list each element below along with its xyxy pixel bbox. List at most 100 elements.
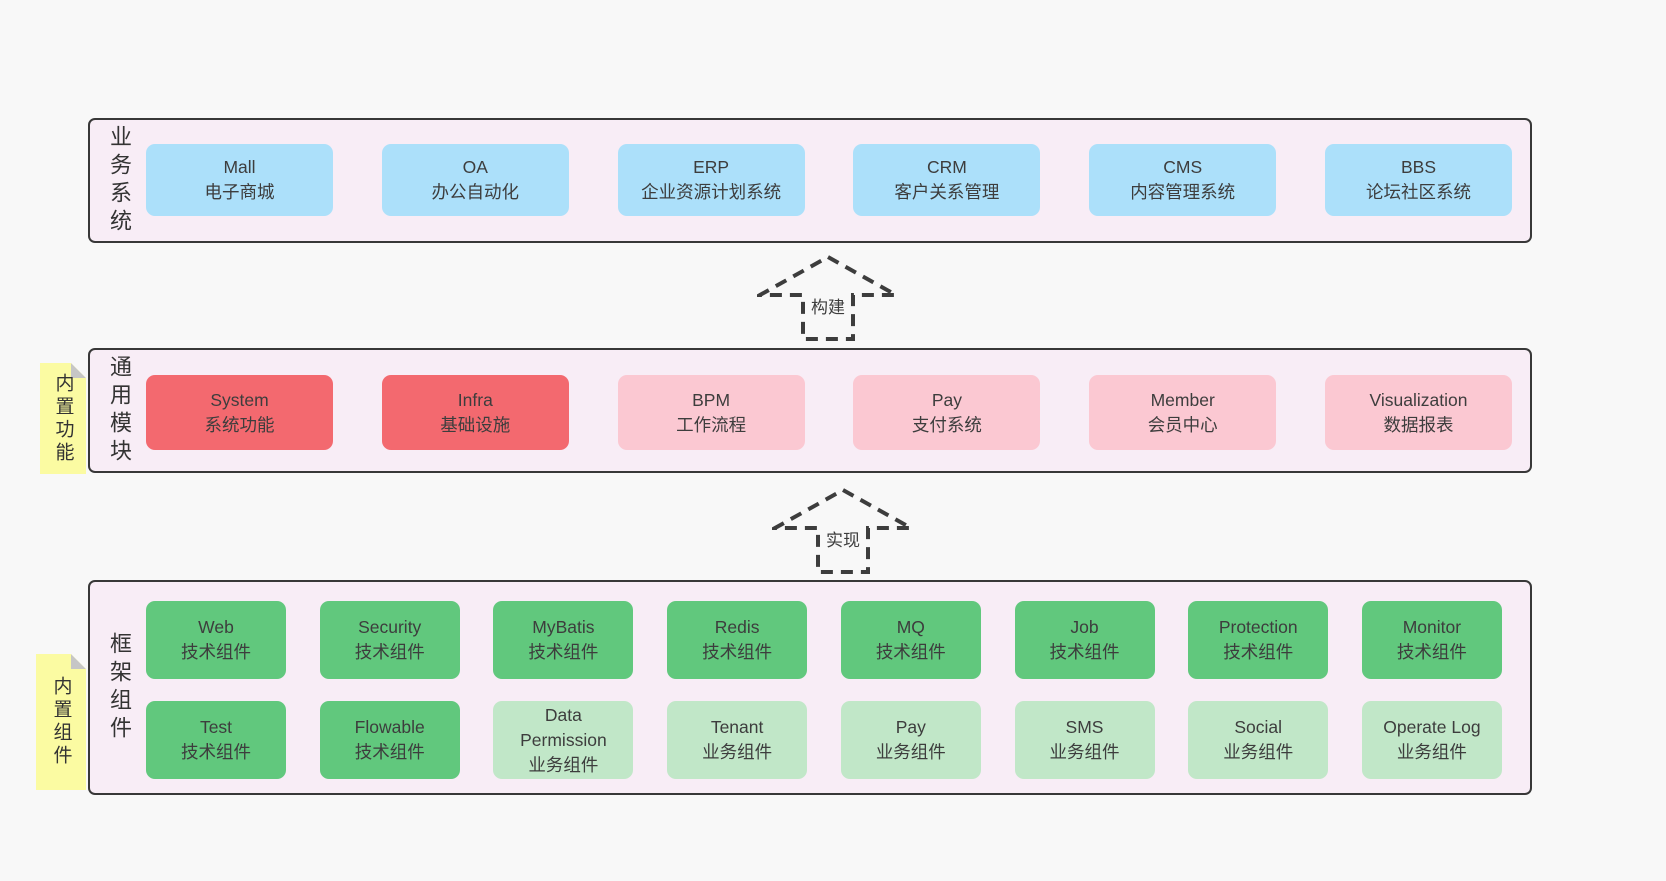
box-title: OA xyxy=(462,157,488,177)
box-job: Job 技术组件 xyxy=(1014,601,1155,679)
box-title: Test xyxy=(199,717,233,737)
arrow-implement-label: 实现 xyxy=(823,525,863,552)
box-title: Data Permission xyxy=(520,704,607,750)
box-erp: ERP 企业资源计划系统 xyxy=(617,144,805,216)
box-subtitle: 业务组件 xyxy=(1049,742,1120,762)
arrow-build: 构建 xyxy=(757,254,899,342)
panel-business-systems: 业务系统 Mall 电子商城 OA 办公自动化 ERP 企业资源计划系统 CRM… xyxy=(88,118,1532,243)
box-pay: Pay 支付系统 xyxy=(853,375,1041,450)
box-mall: Mall 电子商城 xyxy=(146,144,333,216)
box-title: BBS xyxy=(1400,157,1436,177)
box-subtitle: 企业资源计划系统 xyxy=(641,182,782,202)
box-monitor: Monitor 技术组件 xyxy=(1361,601,1502,679)
box-subtitle: 业务组件 xyxy=(1223,742,1294,762)
sticky-note-builtin-features: 内置功能 xyxy=(40,363,86,474)
box-subtitle: 业务组件 xyxy=(528,754,599,775)
panel-framework-components: 框架组件 Web 技术组件 Security 技术组件 MyBatis 技术组件… xyxy=(88,580,1532,795)
box-mq: MQ 技术组件 xyxy=(840,601,981,679)
box-title: Security xyxy=(358,617,422,637)
box-subtitle: 业务组件 xyxy=(875,742,946,762)
sticky-label: 内置组件 xyxy=(50,676,72,768)
box-subtitle: 技术组件 xyxy=(354,642,425,662)
panel-common-modules: 通用模块 System 系统功能 Infra 基础设施 BPM 工作流程 Pay… xyxy=(88,348,1532,473)
box-title: Pay xyxy=(895,717,926,737)
folded-corner-icon xyxy=(71,654,86,669)
box-subtitle: 电子商城 xyxy=(204,182,275,202)
box-title: Tenant xyxy=(710,717,764,737)
box-title: Flowable xyxy=(354,717,425,737)
box-title: MQ xyxy=(896,617,925,637)
box-title: Member xyxy=(1150,389,1215,410)
box-subtitle: 业务组件 xyxy=(702,742,773,762)
box-subtitle: 技术组件 xyxy=(1396,642,1467,662)
box-bbs: BBS 论坛社区系统 xyxy=(1324,144,1512,216)
box-title: BPM xyxy=(692,389,731,410)
arrow-build-label: 构建 xyxy=(808,292,848,319)
box-subtitle: 数据报表 xyxy=(1383,414,1454,435)
box-title: ERP xyxy=(693,157,730,177)
arrow-implement: 实现 xyxy=(772,487,914,575)
box-subtitle: 内容管理系统 xyxy=(1130,182,1236,202)
box-crm: CRM 客户关系管理 xyxy=(853,144,1041,216)
box-social: Social 业务组件 xyxy=(1188,701,1329,779)
box-title: Monitor xyxy=(1402,617,1462,637)
box-flowable: Flowable 技术组件 xyxy=(319,701,460,779)
box-title: Visualization xyxy=(1369,389,1468,410)
box-tenant: Tenant 业务组件 xyxy=(667,701,808,779)
box-subtitle: 技术组件 xyxy=(181,642,251,662)
box-title: Job xyxy=(1070,617,1099,637)
box-data-permission: Data Permission 业务组件 xyxy=(493,701,634,779)
box-subtitle: 技术组件 xyxy=(1049,642,1120,662)
panel-business-label: 业务系统 xyxy=(107,124,132,237)
box-cms: CMS 内容管理系统 xyxy=(1089,144,1277,216)
box-title: Protection xyxy=(1218,617,1298,637)
box-subtitle: 论坛社区系统 xyxy=(1365,182,1471,202)
box-title: Operate Log xyxy=(1383,717,1481,737)
box-subtitle: 技术组件 xyxy=(354,742,425,762)
box-pay-biz: Pay 业务组件 xyxy=(840,701,981,779)
box-subtitle: 系统功能 xyxy=(204,414,275,435)
box-security: Security 技术组件 xyxy=(319,601,460,679)
box-sms: SMS 业务组件 xyxy=(1014,701,1155,779)
box-subtitle: 技术组件 xyxy=(181,742,251,762)
box-title: Redis xyxy=(714,617,760,637)
box-title: Infra xyxy=(457,389,493,410)
framework-box-row-1: Web 技术组件 Security 技术组件 MyBatis 技术组件 Redi… xyxy=(146,601,1502,679)
panel-modules-label: 通用模块 xyxy=(107,354,132,467)
panel-framework-label: 框架组件 xyxy=(107,631,132,744)
box-subtitle: 支付系统 xyxy=(911,414,982,435)
box-title: CRM xyxy=(926,157,967,177)
box-subtitle: 基础设施 xyxy=(440,414,511,435)
box-oa: OA 办公自动化 xyxy=(381,144,569,216)
business-box-row: Mall 电子商城 OA 办公自动化 ERP 企业资源计划系统 CRM 客户关系… xyxy=(146,144,1512,216)
box-visualization: Visualization 数据报表 xyxy=(1324,375,1512,450)
dashed-up-arrow-icon xyxy=(757,254,899,341)
box-redis: Redis 技术组件 xyxy=(667,601,808,679)
box-subtitle: 办公自动化 xyxy=(431,182,520,202)
box-subtitle: 业务组件 xyxy=(1396,742,1467,762)
box-subtitle: 技术组件 xyxy=(528,642,599,662)
box-subtitle: 客户关系管理 xyxy=(894,182,1000,202)
box-title: Pay xyxy=(931,389,962,410)
framework-box-row-2: Test 技术组件 Flowable 技术组件 Data Permission … xyxy=(146,701,1502,779)
box-subtitle: 技术组件 xyxy=(702,642,773,662)
box-mybatis: MyBatis 技术组件 xyxy=(493,601,634,679)
box-subtitle: 技术组件 xyxy=(875,642,946,662)
dashed-up-arrow-icon xyxy=(772,487,914,574)
box-title: Social xyxy=(1234,717,1283,737)
box-title: SMS xyxy=(1065,717,1104,737)
box-title: System xyxy=(210,389,269,410)
box-bpm: BPM 工作流程 xyxy=(617,375,805,450)
box-subtitle: 技术组件 xyxy=(1223,642,1294,662)
box-operate-log: Operate Log 业务组件 xyxy=(1361,701,1502,779)
sticky-label: 内置功能 xyxy=(52,372,74,465)
box-web: Web 技术组件 xyxy=(146,601,286,679)
sticky-note-builtin-components: 内置组件 xyxy=(36,654,86,790)
box-system: System 系统功能 xyxy=(146,375,333,450)
box-title: MyBatis xyxy=(532,617,595,637)
box-title: CMS xyxy=(1163,157,1203,177)
box-member: Member 会员中心 xyxy=(1089,375,1277,450)
box-infra: Infra 基础设施 xyxy=(381,375,569,450)
box-subtitle: 工作流程 xyxy=(676,414,747,435)
